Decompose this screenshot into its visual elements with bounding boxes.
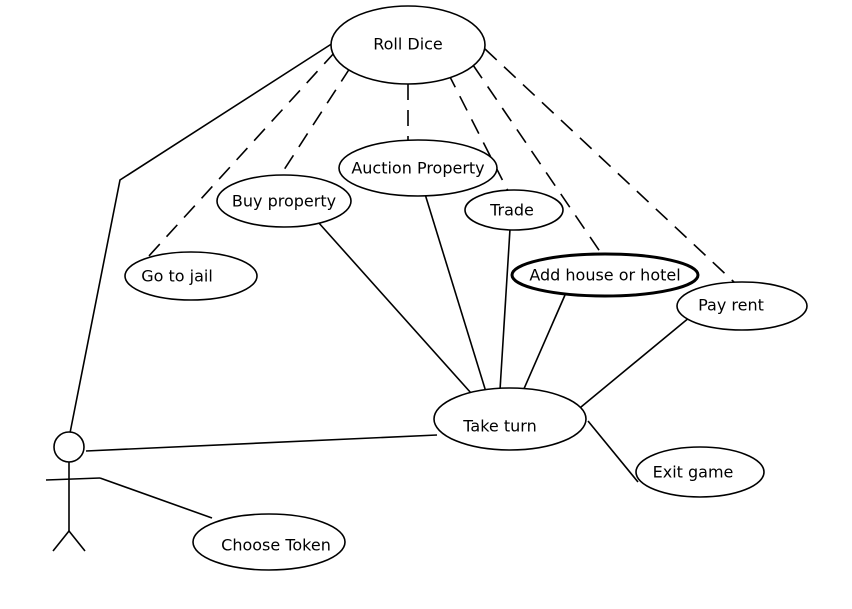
- use-case-exit-game-label: Exit game: [653, 463, 734, 482]
- use-case-exit-game-shape: [635, 446, 765, 498]
- edge-pay-rent-take-turn: [580, 316, 691, 408]
- use-case-go-to-jail: Go to jail: [124, 251, 258, 301]
- edge-roll-dice-buy-property: [279, 67, 351, 177]
- use-case-buy-property-shape: [216, 174, 352, 228]
- use-case-pay-rent: Pay rent: [676, 281, 808, 331]
- use-case-roll-dice-label: Roll Dice: [373, 35, 443, 54]
- actor-right-leg: [68, 530, 86, 552]
- use-case-auction-property-label: Auction Property: [351, 159, 484, 178]
- use-case-choose-token: Choose Token: [192, 513, 346, 571]
- use-case-go-to-jail-label: Go to jail: [141, 267, 213, 286]
- use-case-trade: Trade: [464, 189, 564, 231]
- use-case-roll-dice: Roll Dice: [330, 5, 486, 85]
- actor: [45, 431, 101, 552]
- edge-roll-dice-pay-rent: [484, 48, 736, 284]
- edge-add-house-take-turn: [522, 294, 566, 392]
- use-case-auction-property-shape: [338, 139, 498, 197]
- edge-buy-property-take-turn: [317, 221, 472, 394]
- edge-trade-take-turn: [499, 228, 511, 391]
- use-case-choose-token-label: Choose Token: [221, 536, 331, 555]
- use-case-roll-dice-shape: [330, 5, 486, 85]
- edge-actor-choose-token: [99, 477, 213, 519]
- use-case-pay-rent-shape: [676, 281, 808, 331]
- use-case-add-house-or-hotel: Add house or hotel: [510, 252, 700, 298]
- edge-auction-property-take-turn: [424, 193, 487, 393]
- use-case-choose-token-shape: [192, 513, 346, 571]
- actor-head: [53, 431, 85, 463]
- edge-take-turn-exit-game: [587, 420, 639, 483]
- use-case-add-house-or-hotel-label: Add house or hotel: [529, 266, 680, 285]
- use-case-buy-property-label: Buy property: [232, 192, 336, 211]
- edge-roll-dice-go-to-jail: [147, 51, 336, 258]
- use-case-take-turn-label: Take turn: [462, 417, 536, 436]
- edge-actor-roll-dice: [69, 42, 334, 434]
- actor-arms: [45, 477, 101, 481]
- use-case-add-house-or-hotel-shape: [510, 252, 700, 298]
- use-case-trade-label: Trade: [489, 201, 534, 220]
- use-case-exit-game: Exit game: [635, 446, 765, 498]
- relationship-edges: [69, 42, 736, 519]
- edge-roll-dice-trade: [447, 72, 509, 192]
- use-case-take-turn: Take turn: [433, 387, 587, 451]
- use-case-take-turn-shape: [433, 387, 587, 451]
- edge-roll-dice-add-house: [472, 64, 604, 257]
- edge-actor-take-turn: [85, 434, 438, 452]
- actor-left-leg: [52, 530, 70, 552]
- use-case-buy-property: Buy property: [216, 174, 352, 228]
- use-case-auction-property: Auction Property: [338, 139, 498, 197]
- use-case-go-to-jail-shape: [124, 251, 258, 301]
- use-case-pay-rent-label: Pay rent: [698, 296, 764, 315]
- use-case-trade-shape: [464, 189, 564, 231]
